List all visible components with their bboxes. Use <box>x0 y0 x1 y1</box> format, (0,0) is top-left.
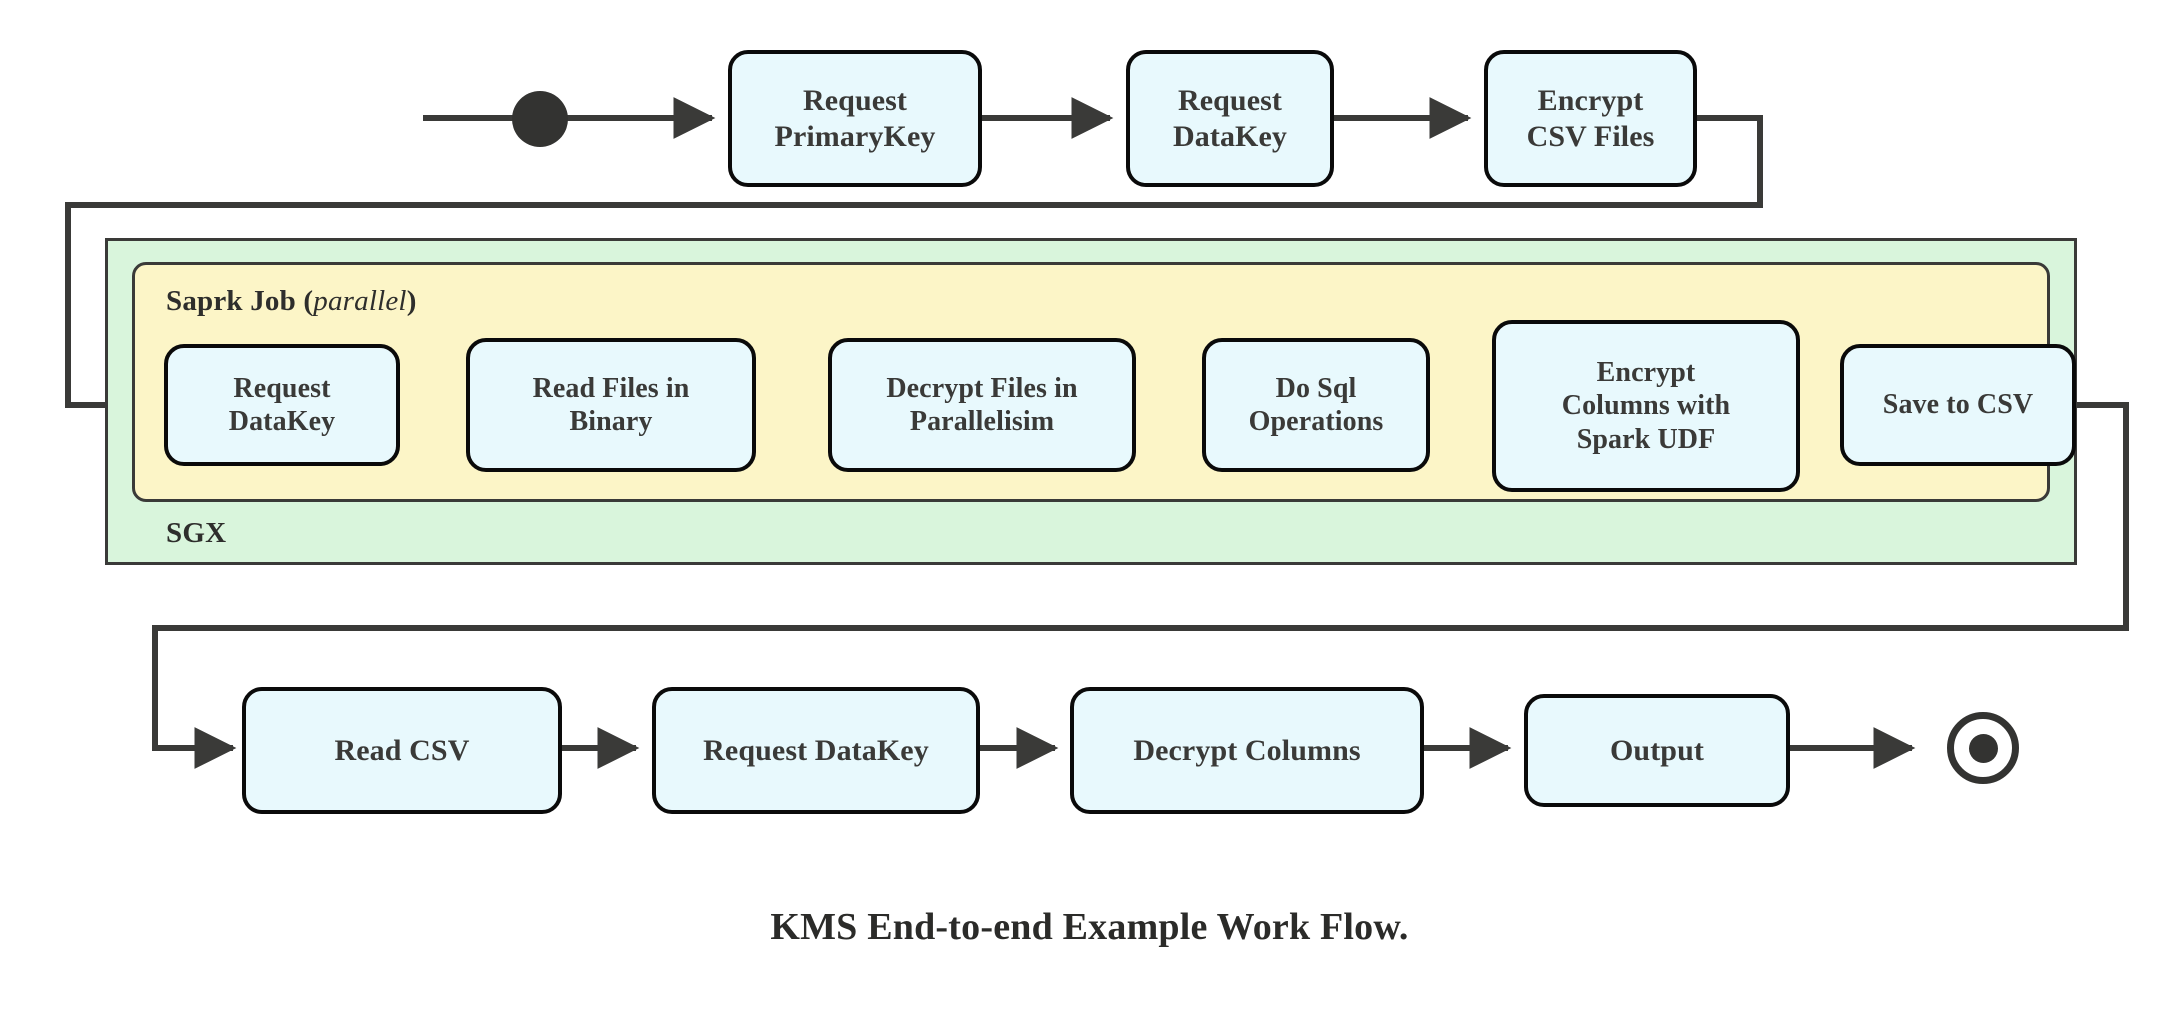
node-request-datakey-spark[interactable]: Request DataKey <box>164 344 400 466</box>
node-line: Request DataKey <box>703 733 929 767</box>
node-line: Save to CSV <box>1882 389 2034 421</box>
spark-job-label: Saprk Job (parallel) <box>166 285 417 318</box>
node-line: Request <box>233 372 331 404</box>
node-line: DataKey <box>1172 119 1287 153</box>
node-line: Binary <box>569 406 653 437</box>
node-line: Operations <box>1248 406 1384 437</box>
sgx-label: SGX <box>166 517 227 549</box>
node-encrypt-csv-files[interactable]: Encrypt CSV Files <box>1484 50 1697 187</box>
node-line: Encrypt <box>1537 84 1644 118</box>
node-line: PrimaryKey <box>774 119 936 153</box>
node-line: Decrypt Columns <box>1133 733 1361 767</box>
node-output[interactable]: Output <box>1524 694 1790 807</box>
node-read-files-in-binary[interactable]: Read Files in Binary <box>466 338 756 472</box>
node-line: Encrypt <box>1596 357 1696 389</box>
node-line: Columns with <box>1561 390 1731 422</box>
node-line: Do Sql <box>1275 372 1357 404</box>
node-line: CSV Files <box>1526 119 1655 153</box>
node-do-sql-operations[interactable]: Do Sql Operations <box>1202 338 1430 472</box>
spark-job-label-text: Saprk Job <box>166 285 296 317</box>
end-node <box>1947 712 2019 784</box>
node-line: Decrypt Files in <box>886 372 1078 404</box>
node-line: Read CSV <box>334 733 470 767</box>
node-line: Output <box>1610 733 1704 767</box>
node-request-datakey-top[interactable]: Request DataKey <box>1126 50 1334 187</box>
node-read-csv[interactable]: Read CSV <box>242 687 562 814</box>
end-node-inner <box>1968 733 1998 763</box>
node-encrypt-columns-with-spark-udf[interactable]: Encrypt Columns with Spark UDF <box>1492 320 1800 492</box>
node-line: DataKey <box>228 406 336 437</box>
diagram-caption: KMS End-to-end Example Work Flow. <box>770 906 1409 948</box>
node-line: Parallelisim <box>909 406 1055 437</box>
spark-job-label-note: (parallel) <box>295 285 417 317</box>
node-line: Spark UDF <box>1576 423 1716 455</box>
spark-job-label-note-text: parallel <box>313 285 407 317</box>
node-decrypt-columns[interactable]: Decrypt Columns <box>1070 687 1424 814</box>
node-decrypt-files-in-parallelisim[interactable]: Decrypt Files in Parallelisim <box>828 338 1136 472</box>
node-request-datakey-bottom[interactable]: Request DataKey <box>652 687 980 814</box>
node-line: Request <box>802 84 908 118</box>
start-node <box>512 91 568 147</box>
node-save-to-csv[interactable]: Save to CSV <box>1840 344 2076 466</box>
node-request-primarykey[interactable]: Request PrimaryKey <box>728 50 982 187</box>
node-line: Read Files in <box>532 372 690 404</box>
node-line: Request <box>1177 84 1282 118</box>
